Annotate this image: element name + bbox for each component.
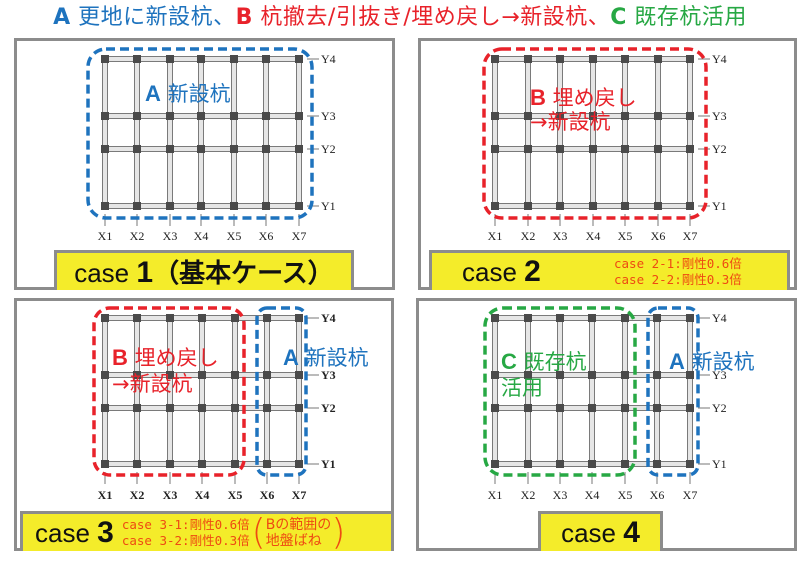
svg-text:Y4: Y4	[712, 311, 727, 325]
svg-text:X6: X6	[650, 488, 665, 502]
svg-text:X6: X6	[260, 488, 275, 502]
svg-text:X5: X5	[228, 488, 243, 502]
svg-text:X3: X3	[553, 488, 568, 502]
svg-text:Y2: Y2	[321, 142, 336, 156]
svg-text:X7: X7	[683, 488, 698, 502]
title-text-b: 杭撤去/引抜き/埋め戻し→新設杭、	[252, 5, 611, 30]
case3-caption: case 3 case 3-1:剛性0.6倍 case 3-2:剛性0.3倍 (…	[20, 511, 394, 551]
svg-text:X2: X2	[521, 229, 536, 243]
svg-text:X6: X6	[651, 229, 666, 243]
case2-caption-subcases: case 2-1:剛性0.6倍 case 2-2:剛性0.3倍	[614, 255, 742, 287]
title-letter-a: A	[53, 5, 71, 30]
title-text-c: 既存杭活用	[626, 5, 747, 30]
svg-text:X2: X2	[130, 229, 145, 243]
case3-caption-note: ( Bの範囲の 地盤ばね )	[251, 511, 346, 553]
title-text-a: 更地に新設杭、	[70, 5, 236, 30]
svg-text:Y4: Y4	[321, 311, 336, 325]
svg-text:Y1: Y1	[712, 457, 727, 471]
svg-text:Y2: Y2	[321, 401, 336, 415]
svg-text:Y1: Y1	[321, 199, 336, 213]
svg-text:Y4: Y4	[321, 52, 336, 66]
case4-caption-title: case 4	[561, 515, 640, 549]
svg-text:X3: X3	[163, 488, 178, 502]
svg-text:X6: X6	[259, 229, 274, 243]
svg-text:X7: X7	[292, 488, 307, 502]
diagram-title: A 更地に新設杭、B 杭撤去/引抜き/埋め戻し→新設杭、C 既存杭活用	[0, 4, 800, 34]
case4-region-a-label: A 新設杭	[669, 349, 755, 374]
case3-caption-title: case 3	[35, 515, 114, 549]
svg-text:X4: X4	[586, 229, 601, 243]
case4-region-c-label: C 既存杭 活用	[501, 349, 587, 400]
case2-region-b-label: B 埋め戻し →新設杭	[530, 85, 637, 135]
svg-text:Y2: Y2	[712, 401, 727, 415]
svg-text:Y4: Y4	[712, 52, 727, 66]
svg-text:Y1: Y1	[321, 457, 336, 471]
svg-text:X1: X1	[488, 488, 503, 502]
case1-caption: case 1（基本ケース）	[54, 250, 354, 290]
svg-text:X3: X3	[163, 229, 178, 243]
svg-text:Y1: Y1	[712, 199, 727, 213]
case3-caption-subcases: case 3-1:剛性0.6倍 case 3-2:剛性0.3倍	[121, 516, 250, 548]
svg-text:X4: X4	[585, 488, 600, 502]
case3-region-a-label: A 新設杭	[283, 345, 369, 370]
svg-text:Y3: Y3	[712, 368, 727, 382]
case3-region-b-label: B 埋め戻し →新設杭	[112, 345, 219, 396]
svg-text:Y3: Y3	[321, 109, 336, 123]
svg-text:Y2: Y2	[712, 142, 727, 156]
svg-text:X1: X1	[98, 488, 113, 502]
svg-text:X1: X1	[98, 229, 113, 243]
svg-text:X4: X4	[194, 229, 209, 243]
svg-text:X7: X7	[683, 229, 698, 243]
case4-caption: case 4	[538, 511, 663, 551]
case2-caption-title: case 2	[462, 254, 541, 288]
svg-text:X5: X5	[227, 229, 242, 243]
svg-text:Y3: Y3	[321, 368, 336, 382]
svg-text:X7: X7	[292, 229, 307, 243]
case1-region-a-label: A 新設杭	[145, 81, 231, 106]
case2-caption: case 2 case 2-1:剛性0.6倍 case 2-2:剛性0.3倍	[429, 250, 790, 290]
svg-text:X5: X5	[618, 229, 633, 243]
case1-caption-title: case 1（基本ケース）	[74, 256, 334, 289]
title-letter-c: C	[610, 5, 627, 30]
svg-text:X2: X2	[521, 488, 536, 502]
svg-text:Y3: Y3	[712, 109, 727, 123]
title-letter-b: B	[235, 5, 253, 30]
svg-text:X4: X4	[195, 488, 210, 502]
svg-text:X5: X5	[618, 488, 633, 502]
svg-text:X2: X2	[130, 488, 145, 502]
svg-text:X1: X1	[488, 229, 503, 243]
svg-text:X3: X3	[553, 229, 568, 243]
